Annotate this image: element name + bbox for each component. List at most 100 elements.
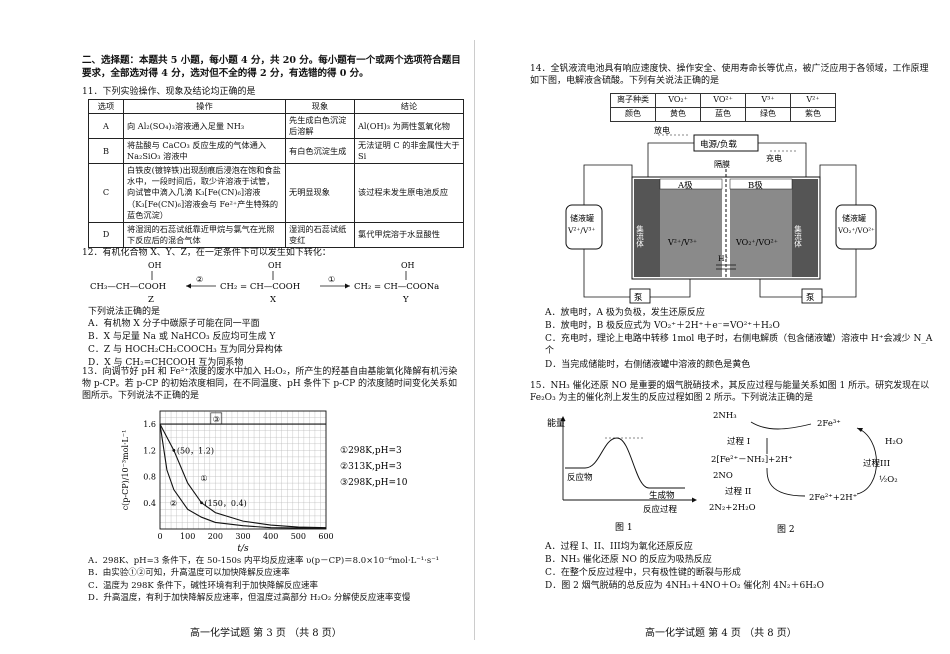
q12-option-b: B．X 与足量 Na 或 NaHCO₃ 反应均可生成 Y [88,332,276,343]
q14-option-d: D．当完成储能时，右侧储液罐中溶液的颜色是黄色 [545,359,751,370]
fig1-caption: 图 1 [615,522,633,533]
table-cell: 离子种类 [610,93,656,108]
b-pole-label: B极 [748,180,763,191]
q15-option-d: D．图 2 烟气脱硝的总反应为 4NH₃＋4NO＋O₂ 催化剂 4N₂＋6H₂O [545,581,825,592]
y-tick-label: 0.4 [143,499,156,508]
table-cell: A [88,113,124,140]
chart-annotation-3: ① [200,474,207,483]
right-page: 14．全钒液流电池具有响应速度快、操作安全、使用寿命长等优点，被广泛应用于各领域… [475,0,950,654]
left-solution-label: V²⁺/V³⁺ [667,238,697,247]
z-formula: CH₃—CH—COOH [90,282,166,292]
table-cell: 紫色 [790,106,836,122]
fig2-o2: ½O₂ [879,474,898,485]
q11-col-operation: 操作 [123,98,286,115]
q14-option-b: B．放电时，B 极反应式为 VO₂⁺＋2H⁺＋e⁻=VO²⁺＋H₂O [545,321,780,332]
legend-entry-2: ②313K,pH=3 [340,462,402,472]
q13-option-d: D．升高温度，有利于加快降解反应速率，但温度过高部分 H₂O₂ 分解使反应速率变… [88,593,411,604]
right-pump [801,288,823,304]
table-cell: 无法证明 C 的非金属性大于 Si [354,138,464,165]
chart-annotation-2: (150，0.4) [205,499,247,508]
x-tick-label: 500 [291,532,306,541]
q13-option-a: A．298K、pH=3 条件下，在 50-150s 内平均反应速率 υ(p－CP… [88,556,440,566]
x-tick-label: 400 [263,532,278,541]
collector-label-right: 集流体 [793,224,802,249]
electrode-b-region [730,187,792,277]
table-cell: VO₂⁺ [655,93,701,108]
table-cell: 颜色 [610,106,656,122]
charge-label: 充电 [766,153,782,163]
arrow-2-label: ② [196,275,203,284]
x-tick-label: 300 [235,532,250,541]
left-pump-label: 泵 [634,293,643,303]
y-formula: CH₂ = CH—COONa [354,282,439,292]
table-row: D 将湿润的石蕊试纸靠近甲烷与氯气在光照下反应后的混合气体 湿润的石蕊试纸变红 … [88,221,464,248]
fig1-reactant-label: 反应物 [567,472,593,483]
right-collector [792,179,818,277]
table-row: B 将盐酸与 CaCO₃ 反应生成的气体通入 Na₂SiO₃ 溶液中 有白色沉淀… [88,138,464,165]
oh-label-z: OH [148,261,162,270]
y-axis-label: c(p-CP)/10⁻³mol·L⁻¹ [121,430,130,511]
fig1-xlabel: 反应过程 [643,504,678,515]
energy-diagram-fig1: 能量 反应物 生成物 反应过程 图 1 [547,416,697,533]
left-tank-ions: V²⁺/V³⁺ [567,226,595,235]
fig2-fe2: 2Fe²⁺+2H⁺ [809,493,857,503]
table-cell: V³⁺ [745,93,791,108]
x-tick-label: 0 [157,532,162,541]
table-cell: 湿润的石蕊试纸变红 [285,221,355,248]
right-solution-label: VO₂⁺/VO²⁺ [735,238,778,247]
table-cell: V²⁺ [790,93,836,108]
fig1-energy-label: 能量 [547,417,565,429]
data-point [172,448,176,452]
ion-color-table: 离子种类 VO₂⁺ VO²⁺ V³⁺ V²⁺ 颜色 黄色 蓝色 绿色 紫色 [610,93,836,122]
table-row: C 白铁皮(镀锌铁)出现刮痕后浸泡在饱和食盐水中，一段时间后，取少许溶液于试管，… [88,163,464,223]
q11-col-phenomenon: 现象 [285,98,355,115]
x-axis-label: t/s [237,544,249,553]
q14-stem: 14．全钒液流电池具有响应速度快、操作安全、使用寿命长等优点，被广泛应用于各领域… [530,64,929,87]
section-header: 二、选择题：本题共 5 小题，每小题 4 分，共 20 分。每小题有一个或两个选… [82,55,461,79]
x-label: X [270,295,277,305]
legend-entry-3: ③298K,pH=10 [340,478,408,488]
table-row: A 向 Al₂(SO₄)₃溶液通入足量 NH₃ 先生成白色沉淀后溶解 Al(OH… [88,113,464,140]
chart-annotation-5: ③ [213,415,220,424]
chart-series [159,423,327,529]
table-cell: 先生成白色沉淀后溶解 [285,113,355,140]
flow-battery-diagram: 电源/负载 放电 充电 A极 B极 隔膜 集流体 集流体 V²⁺/V³⁺ VO₂… [565,125,877,304]
table-cell: 氯代甲烷溶于水显酸性 [354,221,464,248]
table-cell: VO²⁺ [700,93,746,108]
q15-option-a: A．过程 I、II、III均为氧化还原反应 [545,542,693,552]
right-tank-ions: VO₂⁺/VO²⁺ [837,227,875,235]
q15-option-c: C．在整个反应过程中，只有极性键的断裂与形成 [545,568,741,579]
page-divider [474,40,475,640]
right-footer: 高一化学试题 第 4 页 （共 8 页） [645,627,797,639]
y-label: Y [402,295,409,305]
left-collector [634,179,660,277]
table-row: 颜色 黄色 蓝色 绿色 紫色 [610,106,836,122]
chart-grid [159,410,327,530]
q15-stem: 15．NH₃ 催化还原 NO 是重要的烟气脱硝技术，其反应过程与能量关系如图 1… [530,381,930,404]
series-line-1 [159,423,327,529]
catalytic-cycle-fig2: 2NH₃ 2Fe³⁺ 过程 I 2[Fe²⁺－NH₂]+2H⁺ 2NO 过程 I… [709,411,903,535]
x-tick-label: 200 [208,532,223,541]
z-label: Z [148,295,154,305]
left-tank-label: 储液罐 [570,213,594,223]
oh-label-y: OH [401,261,415,270]
series-line-2 [159,424,327,529]
q13-stem: 13．向调节好 pH 和 Fe²⁺浓度的废水中加入 H₂O₂，所产生的羟基自由基… [82,367,458,402]
annotation-box [210,412,223,425]
table-cell: C [88,163,124,223]
left-page: 二、选择题：本题共 5 小题，每小题 4 分，共 20 分。每小题有一个或两个选… [82,55,468,639]
q13-options: A．298K、pH=3 条件下，在 50-150s 内平均反应速率 υ(p－CP… [88,555,468,606]
table-cell: 无明显现象 [285,163,355,223]
table-cell: 将盐酸与 CaCO₃ 反应生成的气体通入 Na₂SiO₃ 溶液中 [123,138,286,165]
arrow-1-label: ① [328,275,335,284]
q11-stem: 11．下列实验操作、现象及结论均正确的是 [82,87,256,97]
fig2-h2o: H₂O [885,437,903,447]
q12-option-a: A．有机物 X 分子中碳原子可能在同一平面 [88,319,260,329]
table-cell: B [88,138,124,165]
plot-frame [159,410,327,530]
q11-table: 选项 操作 现象 结论 A 向 Al₂(SO₄)₃溶液通入足量 NH₃ 先生成白… [88,98,464,248]
q12-option-d: D．X 与 CH₂=CHCOOH 互为同系物 [88,358,244,369]
fig2-process2: 过程 II [725,486,751,497]
q11-col-conclusion: 结论 [354,98,464,115]
chart-annotations: (50，1.2)(150，0.4)①②③ [170,412,247,508]
